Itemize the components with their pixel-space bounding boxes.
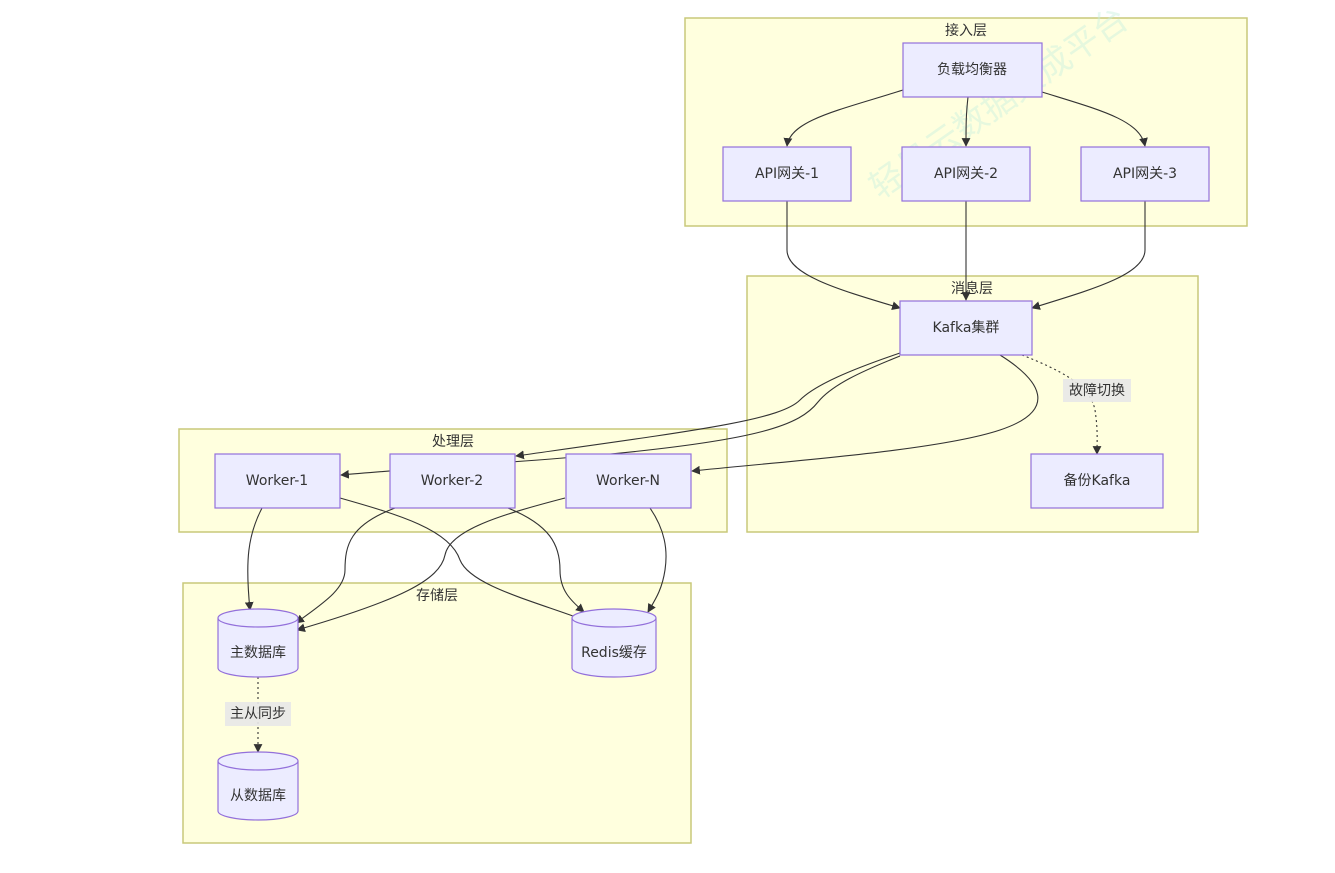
node-label: 负载均衡器 [937,62,1007,78]
node-label: API网关-1 [755,166,819,182]
edge-w1-redis [339,497,585,622]
edge-kafka-w2 [515,352,901,460]
node-kafka-cluster[interactable]: Kafka集群 [899,300,1033,356]
node-label: 备份Kafka [1064,472,1131,489]
edge-w2-dbmaster [295,507,396,624]
node-label: Worker-1 [246,473,308,489]
edge-w1-dbmaster [244,507,263,611]
edge-w2-redis [507,507,585,613]
node-label: Kafka集群 [933,319,1000,336]
node-label: 主数据库 [230,645,286,661]
node-label: API网关-3 [1113,166,1177,182]
cluster-label: 消息层 [951,280,993,297]
edge-label-text: 故障切换 [1069,382,1125,399]
node-label: Redis缓存 [581,645,647,661]
node-redis-cache[interactable]: Redis缓存 [571,608,657,678]
node-api-gateway-3[interactable]: API网关-3 [1080,146,1210,202]
node-label: 从数据库 [230,788,286,804]
node-slave-database[interactable]: 从数据库 [217,751,299,821]
cluster-label: 存储层 [416,588,458,604]
edge-label-text: 主从同步 [230,706,286,722]
node-api-gateway-1[interactable]: API网关-1 [722,146,852,202]
node-master-database[interactable]: 主数据库 [217,608,299,678]
edge-gw1-kafka [786,201,901,310]
node-api-gateway-2[interactable]: API网关-2 [901,146,1031,202]
node-label: Worker-N [596,473,660,489]
node-worker-n[interactable]: Worker-N [565,453,692,509]
edge-lb-gw1 [783,89,904,147]
edge-lb-gw3 [1041,91,1148,147]
node-backup-kafka[interactable]: 备份Kafka [1030,453,1164,509]
cluster-label: 处理层 [432,434,474,450]
cluster-label: 接入层 [945,22,987,39]
node-load-balancer[interactable]: 负载均衡器 [902,42,1043,98]
node-worker-1[interactable]: Worker-1 [214,453,341,509]
edge-kafka-backup [1021,354,1102,455]
edge-label-failover: 故障切换 [1063,379,1131,402]
edge-label-replication: 主从同步 [225,702,291,726]
edge-kafka-wn [691,354,1039,475]
edge-wn-redis [647,507,667,613]
edge-wn-dbmaster [296,497,566,633]
node-worker-2[interactable]: Worker-2 [389,453,516,509]
edge-gw3-kafka [1031,201,1146,310]
node-label: Worker-2 [421,473,483,489]
edge-lb-gw2 [961,96,971,147]
node-label: API网关-2 [934,166,998,182]
